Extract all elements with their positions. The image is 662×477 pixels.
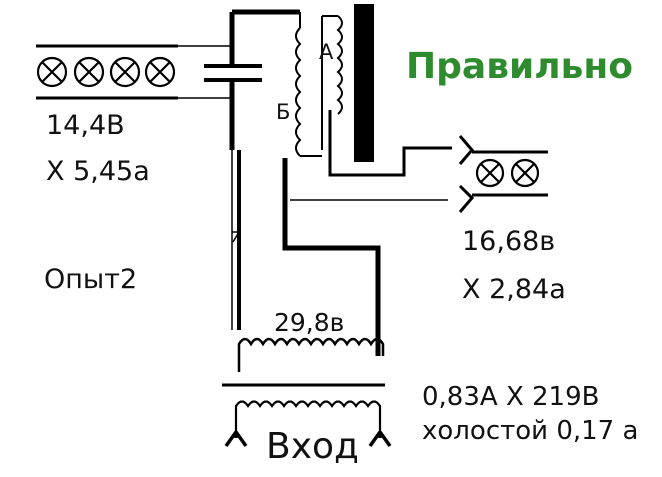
input-idle: холостой 0,17 а <box>422 416 639 446</box>
lamp-icon <box>475 158 505 188</box>
plug-icon <box>458 135 474 165</box>
verdict-label: Правильно <box>406 46 633 87</box>
secondary-winding <box>222 337 385 387</box>
lamp-icon <box>510 158 540 188</box>
input-plug-icon <box>368 428 392 448</box>
lamp-icon <box>144 56 176 88</box>
secondary-voltage: 29,8в <box>274 308 345 337</box>
input-reading: 0,83А Х 219В <box>422 382 600 412</box>
lamp-icon <box>73 56 105 88</box>
right-load-current: Х 2,84а <box>462 274 566 305</box>
primary-winding <box>224 400 392 448</box>
main-bus <box>229 9 300 330</box>
winding <box>295 12 343 157</box>
capacitor <box>204 64 262 82</box>
winding-label-b: Б <box>276 100 291 124</box>
left-lamp-bank <box>36 44 232 100</box>
left-load-current: Х 5,45а <box>46 156 150 187</box>
right-lamp-bank <box>458 135 548 213</box>
core-bar <box>354 4 374 162</box>
lamp-icon <box>109 56 141 88</box>
input-label: Вход <box>266 426 359 467</box>
lamp-icon <box>36 56 68 88</box>
plug-icon <box>458 184 475 213</box>
right-load-voltage: 16,68в <box>462 226 556 257</box>
experiment-label: Опыт2 <box>44 264 138 295</box>
left-load-voltage: 14,4В <box>46 110 125 141</box>
winding-label-a: А <box>319 40 334 64</box>
input-plug-icon <box>224 428 248 448</box>
tap-bus <box>282 110 452 356</box>
